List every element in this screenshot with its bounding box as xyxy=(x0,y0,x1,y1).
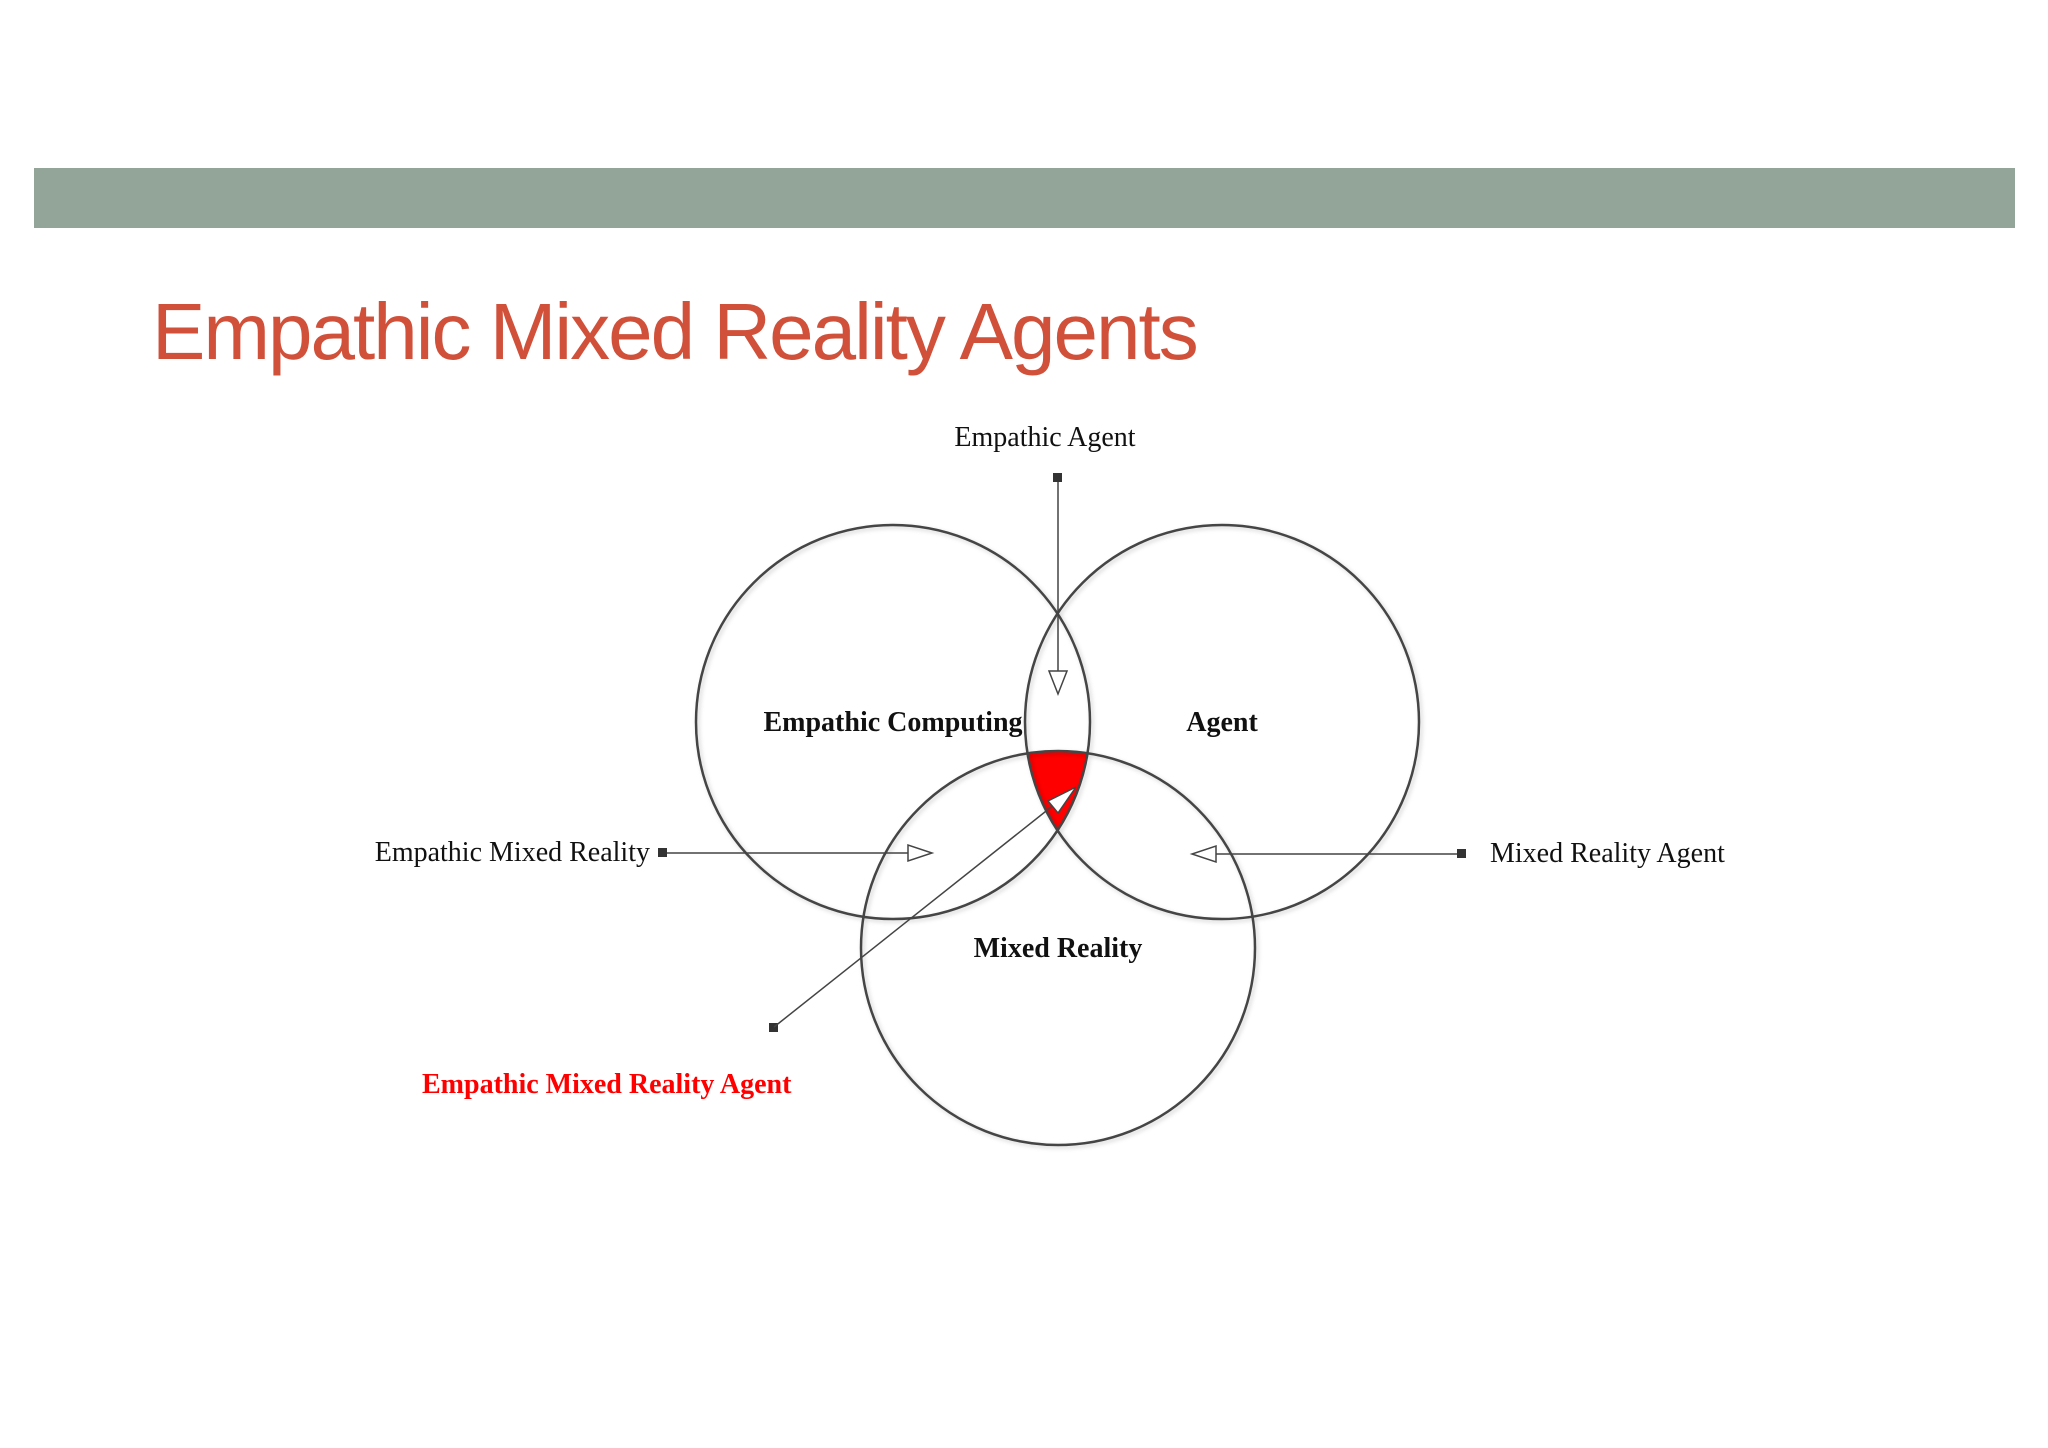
agent-circle xyxy=(1023,523,1421,921)
mixed-reality-agent-callout-label: Mixed Reality Agent xyxy=(1490,838,1725,869)
empathic-agent-callout-label: Empathic Agent xyxy=(954,422,1135,453)
mixed-reality-agent-arrowhead xyxy=(1189,844,1217,864)
empathic-mixed-reality-agent-callout: Empathic Mixed Reality Agent xyxy=(422,786,1077,1100)
empathic-computing-label: Empathic Computing xyxy=(763,707,1022,738)
empathic-agent-callout: Empathic Agent xyxy=(954,422,1136,697)
empathic-computing-circle xyxy=(694,523,1092,921)
slide-title: Empathic Mixed Reality Agents xyxy=(152,287,1199,376)
empathic-mixed-reality-agent-arrowhead xyxy=(1046,786,1077,815)
empathic-agent-anchor xyxy=(1053,473,1062,482)
mixed-reality-agent-anchor xyxy=(1457,849,1466,858)
mixed-reality-circle xyxy=(859,749,1257,1147)
empathic-mixed-reality-callout-label: Empathic Mixed Reality xyxy=(375,837,650,868)
mixed-reality-label: Mixed Reality xyxy=(974,933,1143,964)
mixed-reality-agent-callout: Mixed Reality Agent xyxy=(1189,838,1725,869)
empathic-agent-arrowhead xyxy=(1047,670,1069,697)
empathic-mixed-reality-callout: Empathic Mixed Reality xyxy=(375,837,935,868)
empathic-mixed-reality-agent-callout-label: Empathic Mixed Reality Agent xyxy=(422,1069,792,1100)
header-bar xyxy=(34,168,2015,228)
empathic-mixed-reality-arrowhead xyxy=(907,843,935,863)
empathic-mixed-reality-agent-anchor xyxy=(769,1023,778,1032)
empathic-mixed-reality-anchor xyxy=(658,848,667,857)
agent-label: Agent xyxy=(1186,707,1258,738)
